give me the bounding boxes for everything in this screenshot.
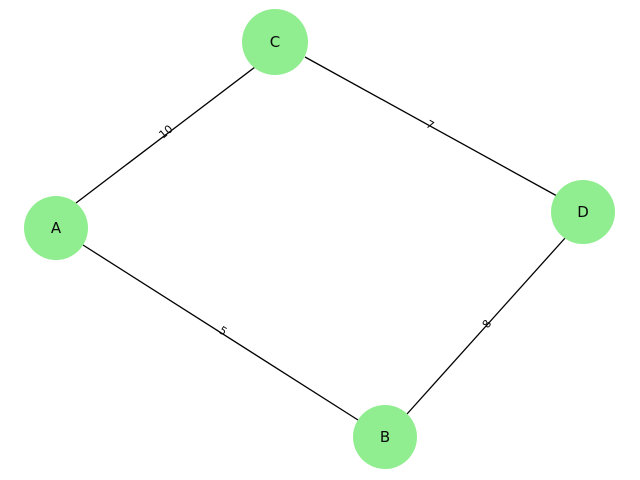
node-d[interactable]: D (551, 180, 615, 244)
node-layer: A C D B (24, 9, 615, 469)
node-c-circle[interactable] (242, 9, 308, 75)
edge-a-b[interactable] (82, 244, 359, 421)
node-d-label: D (577, 203, 589, 221)
edge-label-a-b: 5 (217, 324, 230, 339)
node-a-circle[interactable] (24, 196, 88, 260)
edge-label-a-c: 10 (156, 123, 175, 142)
node-b-label: B (380, 428, 390, 446)
edge-layer (75, 56, 567, 421)
edge-label-layer: 10 7 5 8 (156, 118, 494, 339)
node-a[interactable]: A (24, 196, 88, 260)
edge-a-c[interactable] (75, 66, 256, 204)
node-a-label: A (51, 219, 62, 237)
node-c[interactable]: C (242, 9, 308, 75)
node-c-label: C (270, 33, 280, 51)
node-b[interactable]: B (353, 405, 417, 469)
edge-label-c-d: 7 (424, 118, 436, 133)
edge-c-d[interactable] (304, 56, 558, 197)
node-d-circle[interactable] (551, 180, 615, 244)
edge-b-d[interactable] (406, 236, 567, 415)
node-b-circle[interactable] (353, 405, 417, 469)
